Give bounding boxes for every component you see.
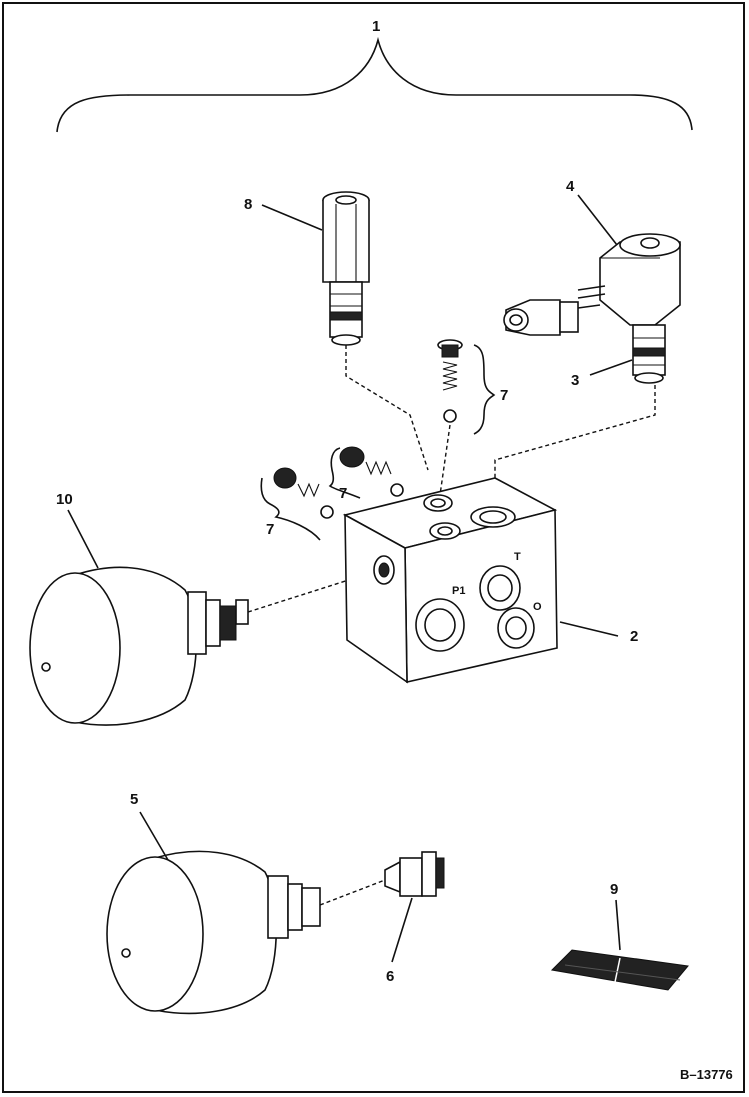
accumulator-upper	[29, 566, 249, 726]
solenoid-coil	[599, 233, 681, 326]
callout-3: 3	[571, 372, 579, 389]
manifold-block	[342, 477, 558, 684]
decal	[550, 949, 689, 991]
port-label-t: T	[514, 551, 521, 563]
adapter-fitting	[384, 851, 445, 897]
callout-7-upper: 7	[500, 387, 508, 404]
assembly-line-7	[439, 424, 451, 496]
port-label-o: O	[533, 601, 542, 613]
port-label-p1: P1	[452, 585, 465, 597]
callout-7-mid: 7	[339, 485, 347, 502]
solenoid-valve-cartridge	[632, 324, 666, 384]
brace-7-upper	[473, 344, 496, 435]
accumulator-lower	[106, 850, 321, 1015]
callout-8-leader	[261, 204, 323, 231]
callout-9-leader	[615, 899, 621, 951]
relief-valve-cartridge	[322, 191, 370, 346]
callout-6: 6	[386, 968, 394, 985]
callout-8: 8	[244, 196, 252, 213]
callout-5: 5	[130, 791, 138, 808]
callout-3-leader	[589, 359, 633, 376]
assembly-line-8	[345, 345, 429, 471]
callout-7-lower: 7	[266, 521, 274, 538]
callout-2: 2	[630, 628, 638, 645]
assembly-line-6	[319, 879, 386, 906]
assembly-line-3	[494, 385, 656, 500]
coil-connector	[503, 285, 606, 336]
callout-1: 1	[372, 18, 380, 35]
brace-7-mid	[328, 447, 361, 499]
check-plug-upper	[437, 339, 463, 423]
callout-9: 9	[610, 881, 618, 898]
assembly-brace	[56, 36, 693, 133]
check-plug-lower	[273, 467, 334, 519]
callout-10: 10	[56, 491, 73, 508]
figure-reference: B–13776	[680, 1067, 733, 1082]
callout-5-leader	[139, 811, 169, 861]
callout-4: 4	[566, 178, 575, 195]
callout-2-leader	[559, 621, 619, 637]
callout-10-leader	[67, 509, 99, 569]
callout-4-leader	[577, 194, 618, 246]
check-plug-mid	[339, 446, 404, 497]
callout-6-leader	[391, 897, 413, 963]
brace-7-lower	[260, 477, 321, 541]
